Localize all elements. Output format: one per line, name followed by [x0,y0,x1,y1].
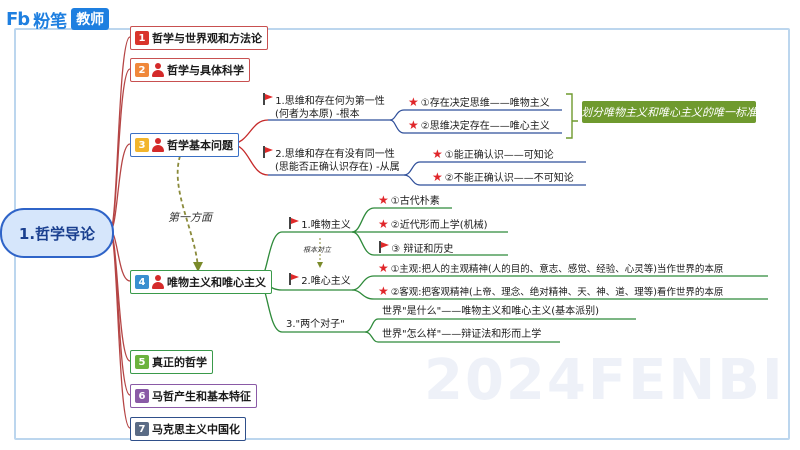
topic-number: 7 [135,422,149,436]
topic-number: 1 [135,31,149,45]
topic-label: 唯物主义和唯心主义 [167,276,266,289]
flag-icon [262,146,273,158]
branch-idealism[interactable]: 2.唯心主义 [288,273,351,288]
answer-text: ①能正确认识——可知论 [444,150,554,161]
flag-icon [262,93,273,105]
materialism-item-2[interactable]: ★②近代形而上学(机械) [378,218,488,232]
opposite-label: 根本对立 [303,246,331,254]
question-1[interactable]: 1.思维和存在何为第一性 (何者为本原) -根本 [262,93,385,121]
question-2-line1: 2.思维和存在有没有同一性 [275,149,395,160]
flag-icon [378,241,389,253]
branch-label: 1.唯物主义 [301,220,351,231]
topic-philosophy-science[interactable]: 2 哲学与具体科学 [130,58,250,82]
answer-text: ②不能正确认识——不可知论 [444,173,574,184]
item-text: ①古代朴素 [390,196,440,207]
pair-item-2[interactable]: 世界"怎么样"——辩证法和形而上学 [382,329,542,340]
root-topic[interactable]: 1.哲学导论 [0,208,114,258]
topic-label: 马哲产生和基本特征 [152,390,251,403]
item-text: ②客观:把客观精神(上帝、理念、绝对精神、天、神、道、理等)看作世界的本原 [390,287,724,298]
topic-label: 真正的哲学 [152,356,207,369]
logo-name: 粉笔 [33,11,68,32]
topic-label: 马克思主义中国化 [152,423,240,436]
answer-text: ①存在决定思维——唯物主义 [420,98,550,109]
topic-number: 4 [135,275,149,289]
answer-text: ②思维决定存在——唯心主义 [420,121,550,132]
item-text: ①主观:把人的主观精神(人的目的、意志、感觉、经验、心灵等)当作世界的本原 [390,264,724,275]
topic-label: 哲学与具体科学 [167,64,244,77]
topic-number: 6 [135,389,149,403]
topic-label: 哲学基本问题 [167,139,233,152]
topic-marxism-china[interactable]: 7 马克思主义中国化 [130,417,246,441]
criterion-callout: 划分唯物主义和唯心主义的唯一标准 [581,101,757,123]
question-1-line1: 1.思维和存在何为第一性 [275,96,385,107]
branch-two-pairs[interactable]: 3."两个对子" [286,319,345,330]
star-icon: ★ [408,95,419,109]
answer-2-2[interactable]: ★②不能正确认识——不可知论 [432,171,574,185]
star-icon: ★ [378,193,389,207]
topic-number: 2 [135,63,149,77]
brand-logo: Fb 粉笔 教师 [6,6,110,32]
star-icon: ★ [378,261,389,275]
watermark: 2024FENBI [424,348,785,413]
star-icon: ★ [432,147,443,161]
logo-mark: Fb [6,8,30,30]
flag-icon [288,217,299,229]
question-2-line2: (思能否正确认识存在) -从属 [275,162,400,173]
star-icon: ★ [432,170,443,184]
answer-1-1[interactable]: ★①存在决定思维——唯物主义 [408,96,550,110]
topic-label: 哲学与世界观和方法论 [152,32,262,45]
flag-icon [288,273,299,285]
person-icon [152,275,164,289]
idealism-item-1[interactable]: ★①主观:把人的主观精神(人的目的、意志、感觉、经验、心灵等)当作世界的本原 [378,262,723,276]
star-icon: ★ [378,217,389,231]
topic-philosophy-worldview[interactable]: 1 哲学与世界观和方法论 [130,26,268,50]
pair-item-1[interactable]: 世界"是什么"——唯物主义和唯心主义(基本派别) [382,306,600,317]
topic-basic-problem[interactable]: 3 哲学基本问题 [130,133,239,157]
answer-1-2[interactable]: ★②思维决定存在——唯心主义 [408,119,550,133]
star-icon: ★ [408,118,419,132]
topic-materialism-idealism[interactable]: 4 唯物主义和唯心主义 [130,270,272,294]
idealism-item-2[interactable]: ★②客观:把客观精神(上帝、理念、绝对精神、天、神、道、理等)看作世界的本原 [378,285,723,299]
person-icon [152,138,164,152]
connector-label: 第一方面 [168,211,212,224]
question-2[interactable]: 2.思维和存在有没有同一性 (思能否正确认识存在) -从属 [262,146,400,174]
branch-materialism[interactable]: 1.唯物主义 [288,217,351,232]
topic-marxism-origin[interactable]: 6 马哲产生和基本特征 [130,384,257,408]
logo-badge: 教师 [71,8,110,30]
item-text: ②近代形而上学(机械) [390,220,488,231]
person-icon [152,63,164,77]
topic-true-philosophy[interactable]: 5 真正的哲学 [130,350,213,374]
materialism-item-3[interactable]: ③ 辩证和历史 [378,241,453,256]
topic-number: 5 [135,355,149,369]
item-text: ③ 辩证和历史 [391,244,454,255]
topic-number: 3 [135,138,149,152]
answer-2-1[interactable]: ★①能正确认识——可知论 [432,148,554,162]
materialism-item-1[interactable]: ★①古代朴素 [378,194,440,208]
question-1-line2: (何者为本原) -根本 [275,109,360,120]
star-icon: ★ [378,284,389,298]
branch-label: 2.唯心主义 [301,276,351,287]
